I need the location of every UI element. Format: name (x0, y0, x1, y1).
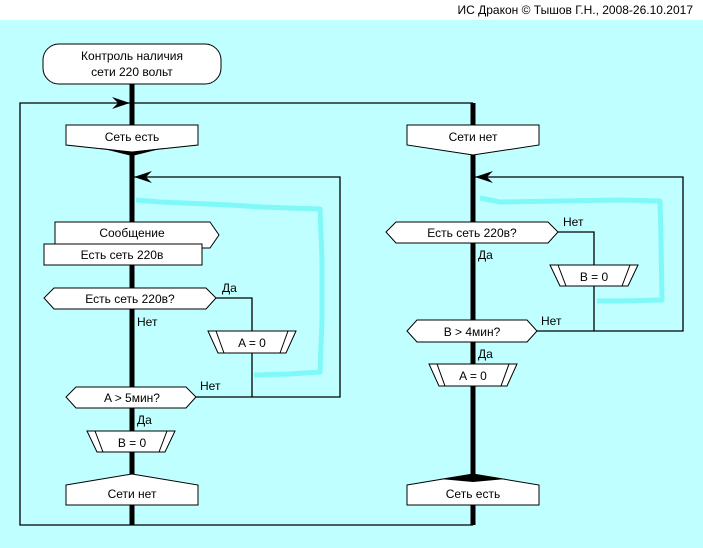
title-terminator: Контроль наличия сети 220 вольт (42, 43, 222, 85)
right-branch-title: Сети нет (449, 130, 498, 144)
highlight-left-loop (135, 197, 325, 378)
right-action-2: A = 0 (428, 363, 518, 387)
left-yes-branch (216, 297, 253, 397)
left-action-1-text: A = 0 (238, 336, 266, 350)
arrow-left-icon (475, 171, 493, 183)
left-question-2-text: A > 5мин? (104, 391, 160, 405)
right-inner-loop (473, 176, 684, 332)
arrow-right-icon (112, 97, 130, 109)
output-block: Сообщение Есть сеть 220в (43, 221, 220, 266)
left-branch-title: Сеть есть (105, 130, 159, 144)
left-action-2: B = 0 (86, 430, 176, 453)
header-bar: ИС Дракон © Тышов Г.Н., 2008-26.10.2017 (0, 0, 703, 20)
left-question-1-text: Есть сеть 220в? (85, 292, 175, 306)
right-question-2: B > 4мин? Нет Да (406, 314, 562, 361)
output-label: Сообщение (99, 226, 165, 240)
right-address-text: Сеть есть (446, 487, 500, 501)
right-address: Сеть есть (406, 473, 540, 506)
output-value: Есть сеть 220в (81, 248, 164, 262)
drakon-diagram: Контроль наличия сети 220 вольт Сеть ест… (19, 43, 684, 526)
right-no-branch (558, 231, 595, 331)
right-question-1-text: Есть сеть 220в? (427, 226, 517, 240)
title-line2: сети 220 вольт (91, 65, 173, 79)
title-line1: Контроль наличия (81, 49, 183, 63)
arrow-left-icon (134, 171, 152, 183)
left-address-text: Сети нет (108, 487, 157, 501)
right-action-1: B = 0 (549, 264, 639, 287)
right-question-1: Есть сеть 220в? Нет Да (385, 215, 584, 262)
left-address: Сети нет (65, 473, 199, 506)
right-q2-no-label: Нет (541, 314, 562, 328)
diagram-canvas: Контроль наличия сети 220 вольт Сеть ест… (0, 20, 703, 548)
left-q1-yes-label: Да (222, 281, 237, 295)
left-branch-header: Сеть есть (65, 124, 199, 156)
copyright-credit: ИС Дракон © Тышов Г.Н., 2008-26.10.2017 (457, 3, 693, 17)
right-q1-no-label: Нет (563, 215, 584, 229)
left-action-2-text: B = 0 (118, 436, 147, 450)
left-action-1: A = 0 (207, 330, 297, 354)
outer-loop-line-left (19, 102, 473, 526)
left-inner-loop (132, 176, 341, 398)
right-q1-yes-label: Да (478, 248, 493, 262)
left-q1-no-label: Нет (137, 315, 158, 329)
left-q2-yes-label: Да (137, 413, 152, 427)
right-action-2-text: A = 0 (459, 369, 487, 383)
right-branch-header: Сети нет (406, 124, 540, 156)
left-question-2: A > 5мин? Нет Да (65, 379, 221, 427)
right-action-1-text: B = 0 (580, 270, 609, 284)
highlight-right-loop (479, 195, 665, 304)
right-question-2-text: B > 4мин? (444, 325, 501, 339)
right-q2-yes-label: Да (478, 347, 493, 361)
left-question-1: Есть сеть 220в? Да Нет (43, 281, 237, 329)
highlight-strokes (135, 195, 665, 378)
left-q2-no-label: Нет (200, 379, 221, 393)
